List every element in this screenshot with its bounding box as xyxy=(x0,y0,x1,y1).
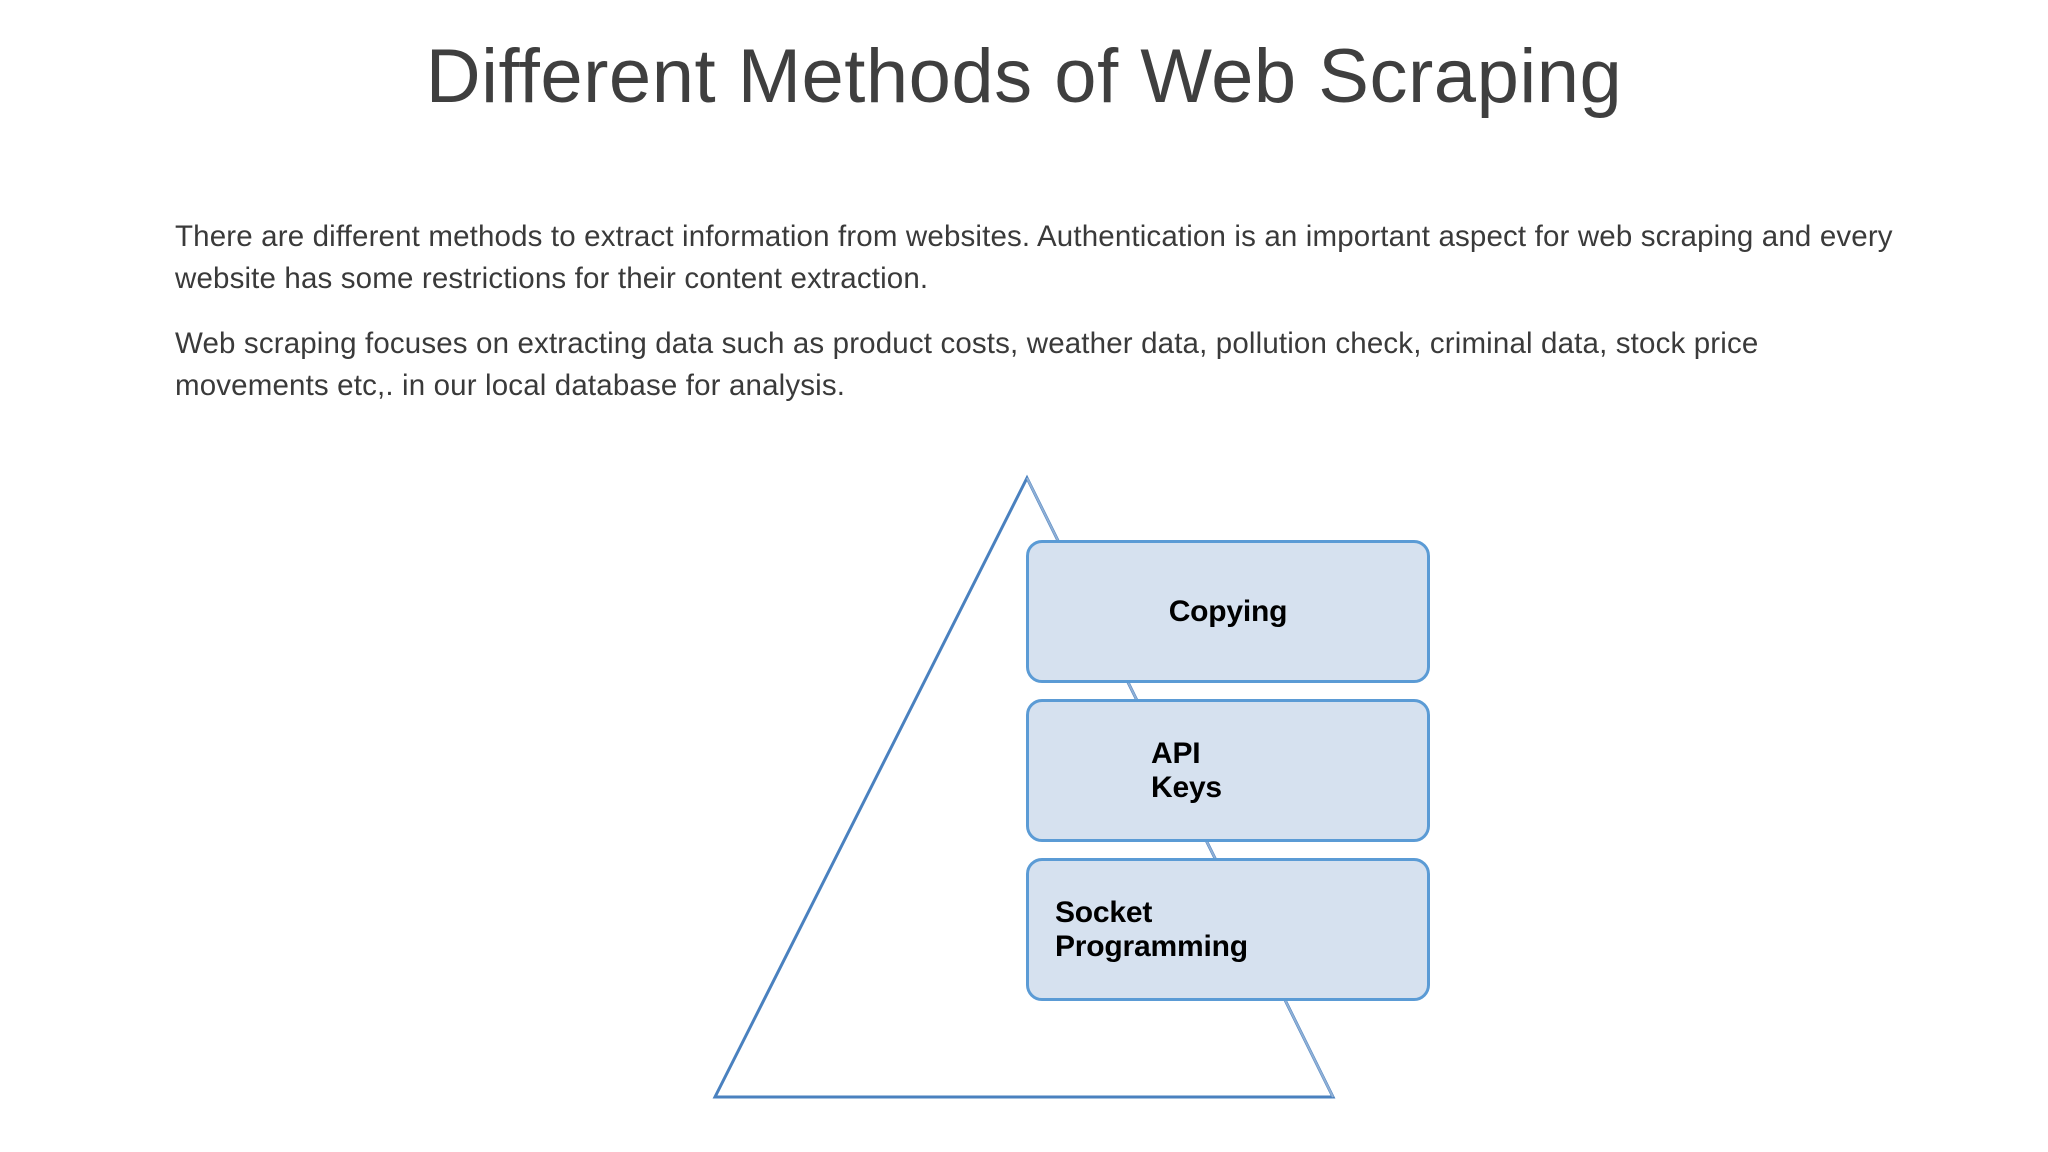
method-box-stack: Copying API Keys Socket Programming xyxy=(1026,540,1430,1001)
method-box-socket-programming-line-2: Programming xyxy=(1055,929,1248,963)
method-box-socket-programming[interactable]: Socket Programming xyxy=(1026,858,1430,1001)
method-box-copying-line-1: Copying xyxy=(1168,594,1288,628)
method-box-api-keys-line-1: API xyxy=(1151,736,1201,770)
body-paragraph-1: There are different methods to extract i… xyxy=(175,220,1893,296)
pyramid-diagram: Copying API Keys Socket Programming xyxy=(660,460,1480,1120)
method-box-socket-programming-line-1: Socket xyxy=(1055,895,1153,929)
method-box-api-keys[interactable]: API Keys xyxy=(1026,699,1430,842)
method-box-api-keys-line-2: Keys xyxy=(1151,770,1222,804)
body-paragraph-2: Web scraping focuses on extracting data … xyxy=(175,326,1759,403)
page-title: Different Methods of Web Scraping xyxy=(425,34,1623,119)
body-text-block: There are different methods to extract i… xyxy=(175,216,1915,408)
method-box-copying[interactable]: Copying xyxy=(1026,540,1430,683)
